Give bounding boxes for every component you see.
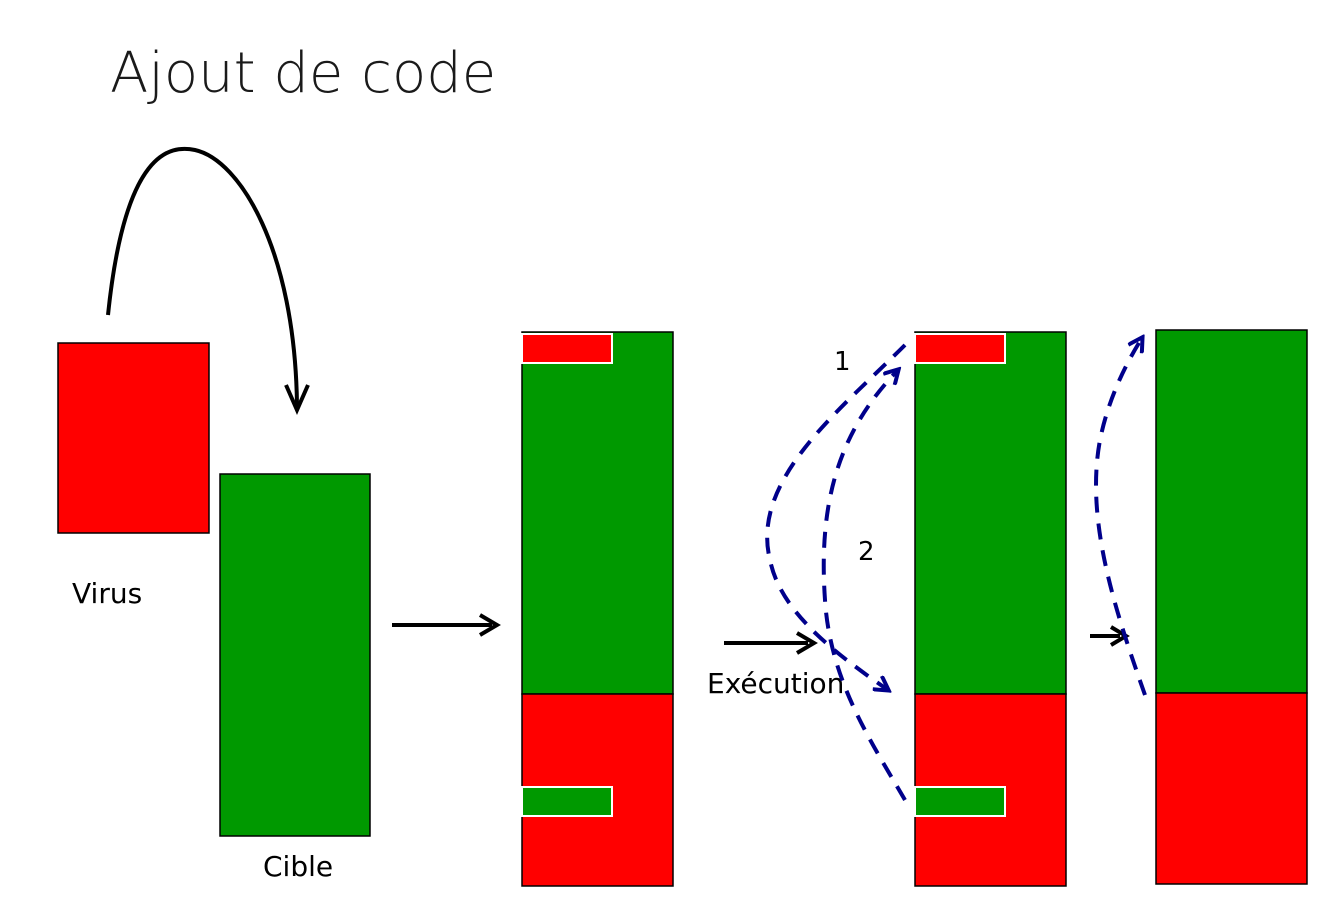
running-jump-stub xyxy=(914,333,1006,364)
restored-host-body xyxy=(1155,329,1308,694)
running-saved-header xyxy=(914,786,1006,817)
copy-arrowhead xyxy=(284,384,310,415)
virus-block xyxy=(57,342,210,534)
target-block xyxy=(219,473,371,837)
copy-arrow xyxy=(106,146,299,406)
flow-arrowhead-1 xyxy=(478,613,501,637)
infected-jump-stub xyxy=(521,333,613,364)
step-1-label: 1 xyxy=(834,347,851,377)
target-label: Cible xyxy=(263,850,333,883)
execution-label: Exécution xyxy=(707,667,844,700)
infected-saved-header xyxy=(521,786,613,817)
return-path xyxy=(1094,338,1147,696)
page-title: Ajout de code xyxy=(110,41,496,106)
execution-arrowhead xyxy=(795,631,818,655)
running-host-body xyxy=(914,331,1067,695)
step-2-label: 2 xyxy=(858,537,875,567)
infected-host-body xyxy=(521,331,674,695)
execution-path-2 xyxy=(821,370,907,802)
virus-label: Virus xyxy=(72,577,142,610)
execution-path-1 xyxy=(765,343,907,690)
restored-appended-virus xyxy=(1155,692,1308,885)
